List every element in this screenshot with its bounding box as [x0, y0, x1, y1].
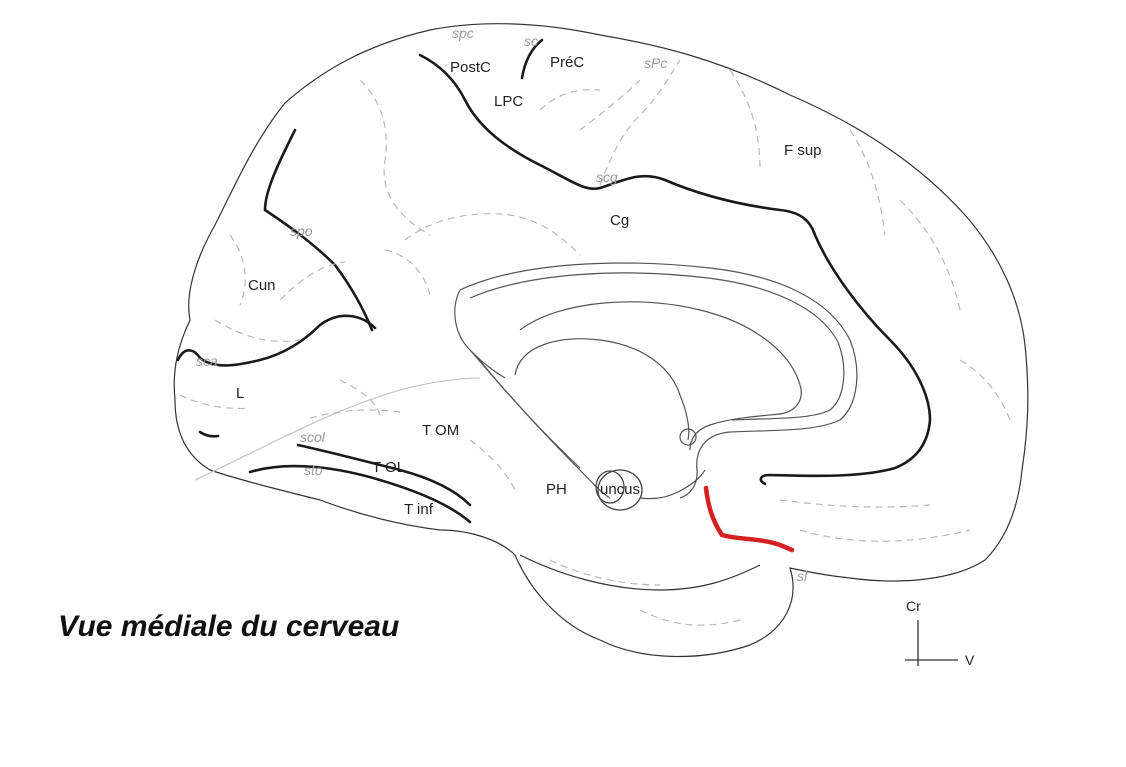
parieto-occipital-sulcus-line [263, 128, 374, 332]
uncus-outline-2 [595, 470, 625, 504]
label-lpc: LPC [494, 93, 523, 110]
dashed-line-12 [229, 234, 246, 306]
thalamus-outline [519, 301, 802, 451]
orientation-ventral-label: V [965, 652, 975, 668]
label-fsup: F sup [784, 142, 822, 159]
brain-outline [173, 23, 1029, 658]
label-postc: PostC [450, 59, 491, 76]
dashed-line-9 [959, 359, 1011, 421]
corpus-callosum-inner [469, 272, 845, 421]
dashed-line-13 [214, 319, 301, 342]
label-cg: Cg [610, 212, 629, 229]
paracentral-sulcus-line [418, 53, 932, 486]
dashed-line-14 [279, 261, 346, 301]
label-cun: Cun [248, 277, 276, 294]
central-sulcus-line [520, 38, 544, 80]
dashed-line-21 [539, 89, 601, 111]
diagram-caption: Vue médiale du cerveau [58, 610, 399, 643]
label-spc2: sPc [644, 55, 667, 71]
label-scol: scol [300, 429, 326, 445]
label-l: L [236, 385, 244, 402]
dashed-line-5 [579, 79, 641, 131]
calcarine-grey-line [194, 377, 481, 481]
dashed-line-18 [549, 559, 661, 586]
dashed-line-20 [179, 394, 251, 410]
label-scg: scg [596, 169, 618, 185]
label-sca: sca [196, 353, 218, 369]
dashed-line-15 [339, 379, 381, 416]
dashed-line-8 [899, 199, 961, 311]
dashed-line-19 [639, 609, 741, 626]
lingual-lower-line [198, 430, 220, 438]
label-spo: spo [290, 223, 313, 239]
fornix-lower-2 [477, 357, 581, 469]
fornix-upper [454, 289, 506, 379]
temporal-lower-curve [519, 554, 761, 591]
highlighted-sulcus-path [703, 485, 795, 553]
orientation-cranial-label: Cr [906, 598, 921, 614]
dashed-line-3 [404, 213, 581, 256]
calcarine-sulcus-line [176, 314, 377, 367]
interthalamic-adhesion [679, 428, 697, 446]
label-sl: sl [797, 568, 808, 584]
label-ph: PH [546, 481, 567, 498]
dashed-line-17 [469, 439, 516, 491]
label-sto: sto [304, 462, 323, 478]
label-prec: PréC [550, 54, 584, 71]
label-uncus: uncus [600, 481, 640, 498]
uncus-outline-1 [597, 469, 643, 511]
collateral-sulcus-line [296, 443, 472, 507]
hippocampal-curve [639, 469, 706, 500]
label-sc: sc [524, 33, 538, 49]
third-ventricle [514, 338, 690, 441]
corpus-callosum-outer [459, 262, 858, 499]
label-tinf: T inf [404, 501, 434, 518]
dashed-line-10 [779, 499, 931, 508]
dashed-line-11 [799, 529, 971, 542]
dashed-line-6 [729, 69, 761, 171]
label-tol: T OL [372, 459, 405, 476]
occipitotemporal-sulcus-line [248, 464, 472, 524]
dashed-line-4 [599, 59, 681, 186]
fornix-lower [469, 349, 611, 499]
dashed-line-7 [849, 129, 886, 236]
label-spc: spc [452, 25, 474, 41]
dashed-line-16 [309, 409, 401, 419]
dashed-line-2 [384, 249, 431, 296]
label-tom: T OM [422, 422, 459, 439]
dashed-line-1 [359, 79, 431, 236]
